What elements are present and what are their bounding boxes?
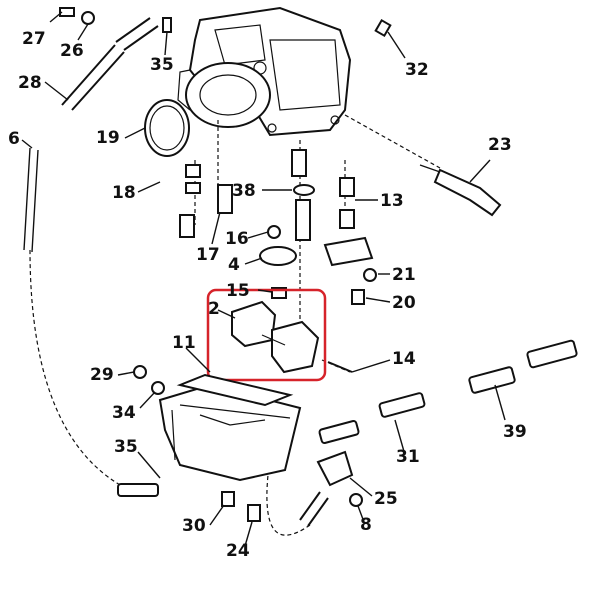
label-14: 14 [392, 349, 416, 369]
float-pin [327, 361, 353, 373]
label-19: 19 [96, 128, 120, 148]
o-ring [144, 99, 190, 157]
hose-31a [318, 419, 360, 445]
label-24: 24 [226, 541, 250, 561]
screw-30 [221, 491, 235, 507]
washer-26 [81, 11, 95, 25]
screw-24 [247, 504, 261, 522]
label-26: 26 [60, 41, 84, 61]
washer-21 [363, 268, 377, 282]
needle-seat-4 [259, 246, 297, 266]
bowl-gasket [176, 373, 294, 407]
callout-labels: 27 26 35 32 28 6 19 23 18 38 13 17 16 4 … [8, 29, 527, 561]
screw-35 [162, 17, 172, 33]
label-20: 20 [392, 293, 416, 313]
label-23: 23 [488, 135, 512, 155]
label-39: 39 [503, 422, 527, 442]
label-35-bottom: 35 [114, 437, 138, 457]
throttle-sensor [419, 164, 502, 217]
label-18: 18 [112, 183, 136, 203]
highlight-box [206, 288, 327, 382]
label-13: 13 [380, 191, 404, 211]
label-25: 25 [374, 489, 398, 509]
leader-lines [21, 11, 506, 547]
label-35-top: 35 [150, 55, 174, 75]
label-17: 17 [196, 245, 220, 265]
label-34: 34 [112, 403, 136, 423]
label-31: 31 [396, 447, 420, 467]
carburetor-body [188, 6, 352, 137]
clamp-8 [349, 493, 363, 507]
label-2: 2 [208, 299, 220, 319]
label-15: 15 [226, 281, 250, 301]
label-27: 27 [22, 29, 46, 49]
label-4: 4 [228, 255, 240, 275]
fitting-25 [316, 450, 354, 487]
washer-34 [151, 381, 165, 395]
hose-6 [23, 147, 39, 253]
screw-29 [133, 365, 147, 379]
tube-39b [526, 339, 578, 369]
label-16: 16 [225, 229, 249, 249]
part-15 [271, 287, 287, 299]
label-21: 21 [392, 265, 416, 285]
label-6: 6 [8, 129, 20, 149]
label-29: 29 [90, 365, 114, 385]
tube-39a [468, 366, 516, 394]
label-28: 28 [18, 73, 42, 93]
hose-31b [378, 392, 426, 418]
label-32: 32 [405, 60, 429, 80]
label-11: 11 [172, 333, 196, 353]
intake-boot [177, 62, 271, 128]
screw-20 [351, 289, 365, 305]
plate [323, 236, 374, 267]
label-38: 38 [232, 181, 256, 201]
hose-35 [117, 483, 159, 497]
screw-32 [374, 18, 392, 38]
drain-hose [299, 491, 329, 527]
label-8: 8 [360, 515, 372, 535]
screw-27 [59, 7, 75, 17]
label-30: 30 [182, 516, 206, 536]
float-assembly [231, 300, 320, 374]
hose-28 [61, 44, 125, 111]
jet-cluster [179, 149, 355, 241]
